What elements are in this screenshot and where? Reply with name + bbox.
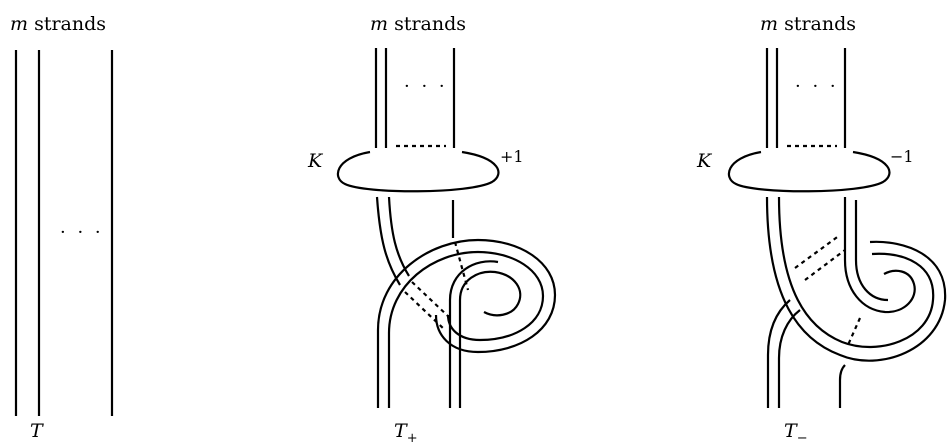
p3-dash-2: [804, 249, 846, 281]
panel-3-var: m: [760, 13, 778, 35]
panel-1-top-label: m strands: [10, 13, 106, 35]
panel-3-dots: · · ·: [795, 76, 839, 97]
p2-strand-a-mid: [375, 196, 401, 286]
p3-framing-label: −1: [890, 147, 914, 166]
p3-strand-exit-b: [777, 309, 801, 408]
p2-loop-core-b: [448, 260, 499, 408]
p2-T-sub: +: [407, 431, 418, 443]
panel-3-top-label: m strands: [760, 13, 856, 35]
p2-dash-1: [453, 241, 470, 291]
p2-T: T: [394, 420, 408, 442]
p3-dash-3: [846, 317, 862, 346]
panel-1-strands-text: strands: [28, 13, 106, 35]
p2-framing-label: +1: [500, 147, 524, 166]
p3-T-sub: −: [797, 431, 808, 443]
panel-2-bottom-label: T+: [394, 420, 418, 443]
panel-2-top-label: m strands: [370, 13, 466, 35]
panel-1-T: T: [30, 420, 44, 442]
panel-t-minus: m strands · · · K −1 T−: [696, 13, 947, 443]
panel-2-dots: · · ·: [404, 76, 448, 97]
p3-k-label: K: [696, 150, 713, 172]
p2-loop-outer: [376, 238, 557, 408]
p3-strand-exit-c: [838, 364, 846, 408]
p3-dash-1: [794, 234, 841, 269]
panel-1-dots: · · ·: [60, 222, 104, 243]
p2-dash-2: [404, 291, 446, 331]
p3-loop-core-a: [843, 197, 916, 314]
p3-loop-core-b: [854, 200, 889, 302]
p3-strand-exit-a: [766, 299, 791, 408]
p2-knot-k: [336, 150, 500, 193]
panel-2-strands-text: strands: [388, 13, 466, 35]
panel-3-strands-text: strands: [778, 13, 856, 35]
p2-k-label: K: [307, 150, 324, 172]
panel-2-var: m: [370, 13, 388, 35]
p3-knot-k: [727, 150, 891, 193]
p2-dash-3: [411, 281, 451, 319]
panel-1-bottom-label: T: [30, 420, 44, 442]
p2-loop-core-a: [458, 270, 522, 408]
p3-T: T: [784, 420, 798, 442]
panel-t-plus: m strands · · · K +1 T+: [307, 13, 557, 443]
p3-loop-outer: [765, 196, 947, 362]
p3-loop-inner: [777, 196, 935, 349]
panel-3-bottom-label: T−: [784, 420, 808, 443]
panel-trivial-tangle: m strands · · · T: [10, 13, 114, 442]
panel-1-var: m: [10, 13, 28, 35]
p2-strand-b-mid: [387, 196, 410, 277]
p2-loop-inner: [387, 250, 545, 408]
